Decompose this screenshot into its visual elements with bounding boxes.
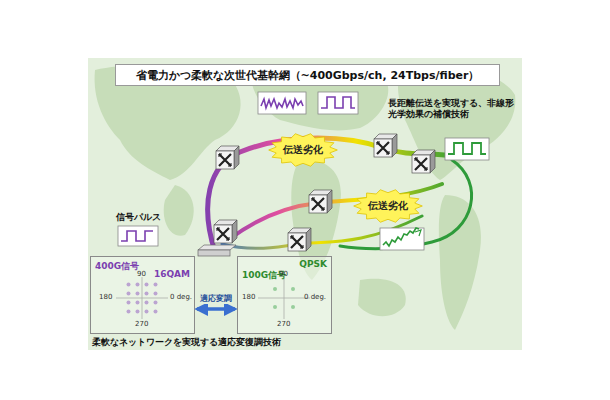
axis-label: 180 xyxy=(242,293,255,302)
axis-label: 270 xyxy=(277,320,290,329)
signal-label: 400G信号 xyxy=(95,260,139,273)
title-banner: 省電力かつ柔軟な次世代基幹網（~400Gbps/ch, 24Tbps/fiber… xyxy=(115,64,500,86)
optical-switches xyxy=(214,134,435,251)
transceiver xyxy=(198,245,236,256)
axis-label: 0 deg. xyxy=(170,293,192,302)
title-text: 省電力かつ柔軟な次世代基幹網（~400Gbps/ch, 24Tbps/fiber… xyxy=(136,68,480,83)
degradation-burst: 伝送劣化 xyxy=(268,133,338,167)
edge-label: 適応変調 xyxy=(199,293,233,304)
axis-label: 270 xyxy=(135,320,148,329)
signal-label: 16QAM xyxy=(154,269,190,279)
degradation-burst: 伝送劣化 xyxy=(353,189,423,223)
annotation: 信号パルス xyxy=(116,212,161,223)
signal-label: QPSK xyxy=(299,259,327,269)
axis-label: 90 xyxy=(137,270,146,279)
axis-label: 90 xyxy=(279,270,288,279)
burst-label: 伝送劣化 xyxy=(368,199,408,213)
fiber-routes xyxy=(208,138,472,252)
annotation: 長距離伝送を実現する、非線形光学効果の補償技術 xyxy=(388,98,514,121)
burst-label: 伝送劣化 xyxy=(283,143,323,157)
axis-label: 180 xyxy=(99,293,112,302)
map-ground xyxy=(88,58,522,350)
annotation: 柔軟なネットワークを実現する適応変復調技術 xyxy=(92,337,281,348)
adaptive-arrow xyxy=(197,307,235,311)
axis-label: 0 deg. xyxy=(304,293,326,302)
